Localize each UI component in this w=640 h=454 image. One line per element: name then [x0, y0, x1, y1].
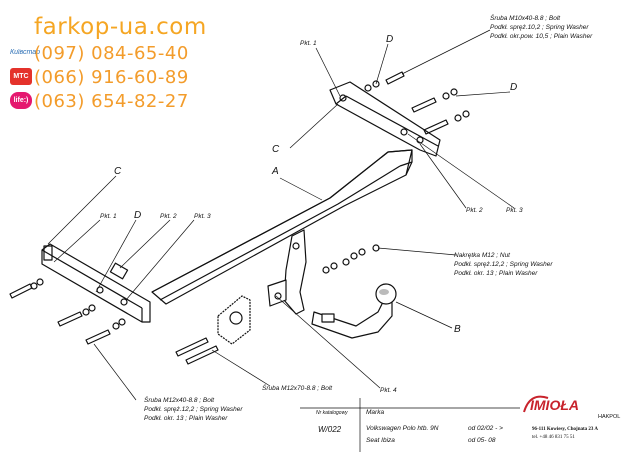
note-mid-right-1: Nakrętka M12 ; Nut — [454, 252, 511, 259]
note-bottom-left-3: Podkł. okr. 13 ; Plain Washer — [144, 415, 228, 422]
label-pkt1-left: Pkt. 1 — [100, 213, 117, 220]
label-pkt2-right: Pkt. 2 — [466, 207, 483, 214]
callout-a: A — [271, 166, 279, 177]
row-2-period: od 05- 08 — [468, 437, 496, 444]
catalog-label: Nr katalogowy — [316, 410, 348, 416]
phone-number-1: (097) 084-65-40 — [34, 43, 189, 64]
life-logo: life:) — [10, 92, 32, 109]
bracket-left — [41, 243, 151, 323]
phone-number-3: (063) 654-82-27 — [34, 91, 189, 112]
phone-number-2: (066) 916-60-89 — [34, 67, 189, 88]
ball-neck-b — [311, 283, 397, 339]
row-1-period: od 02/02 - > — [468, 425, 503, 432]
socket-plate — [217, 295, 251, 345]
callout-d-left: D — [134, 210, 141, 221]
logo-imiola: IMIOŁA — [530, 397, 579, 413]
callout-b: B — [454, 324, 461, 335]
note-bottom-left-2: Podkł. spręż.12,2 ; Spring Washer — [144, 406, 243, 413]
note-top-right-3: Podkł. okr.pow. 10,5 ; Plain Washer — [490, 33, 593, 40]
site-logo-text: farkop-ua.com — [34, 14, 207, 40]
bolts-left — [9, 278, 126, 345]
callout-c-left: C — [114, 166, 122, 177]
row-2-model: Seat Ibiza — [366, 437, 395, 444]
bolts-top-right — [364, 71, 470, 135]
make-label: Marka — [366, 409, 384, 416]
note-bottom-left-1: Śruba M12x40-8.8 ; Bolt — [144, 395, 215, 404]
company-logo: IMIOŁA HAKPOL 96-111 Kowiesy, Chojnata 2… — [523, 395, 620, 440]
logo-hakpol: HAKPOL — [598, 414, 620, 420]
label-pkt3-left: Pkt. 3 — [194, 213, 211, 220]
label-pkt3-right: Pkt. 3 — [506, 207, 523, 214]
callout-d-right: D — [510, 82, 517, 93]
note-bottom-mid: Śruba M12x70-8.8 ; Bolt — [262, 383, 333, 392]
callout-c-top: C — [272, 144, 280, 155]
note-top-right-2: Podkł. spręż.10,2 ; Spring Washer — [490, 24, 589, 31]
row-1-model: Volkswagen Polo htb. 9N — [366, 425, 439, 432]
label-pkt1-top: Pkt. 1 — [300, 40, 317, 47]
note-top-right-1: Śruba M10x40-8.8 ; Bolt — [490, 13, 561, 22]
leader-lines — [47, 29, 520, 452]
company-address: 96-111 Kowiesy, Chojnata 23 A — [532, 427, 598, 432]
catalog-number: W/022 — [318, 425, 342, 434]
company-phone: tel. +48 46 831 75 51 — [532, 435, 575, 440]
label-pkt4: Pkt. 4 — [380, 387, 397, 394]
callout-d-top: D — [386, 34, 393, 45]
note-mid-right-3: Podkł. okr. 13 ; Plain Washer — [454, 270, 538, 277]
catalog-table: Nr katalogowy W/022 Marka Volkswagen Pol… — [316, 409, 503, 444]
nuts-right — [322, 244, 380, 274]
mts-logo: МТС — [10, 68, 32, 85]
hitch-plate — [267, 229, 307, 315]
kyivstar-logo: Київстар — [9, 49, 41, 56]
bolts-bottom-mid — [175, 337, 219, 365]
note-mid-right-2: Podkł. spręż.12,2 ; Spring Washer — [454, 261, 553, 268]
crossbar-a — [151, 149, 413, 305]
label-pkt2-left: Pkt. 2 — [160, 213, 177, 220]
